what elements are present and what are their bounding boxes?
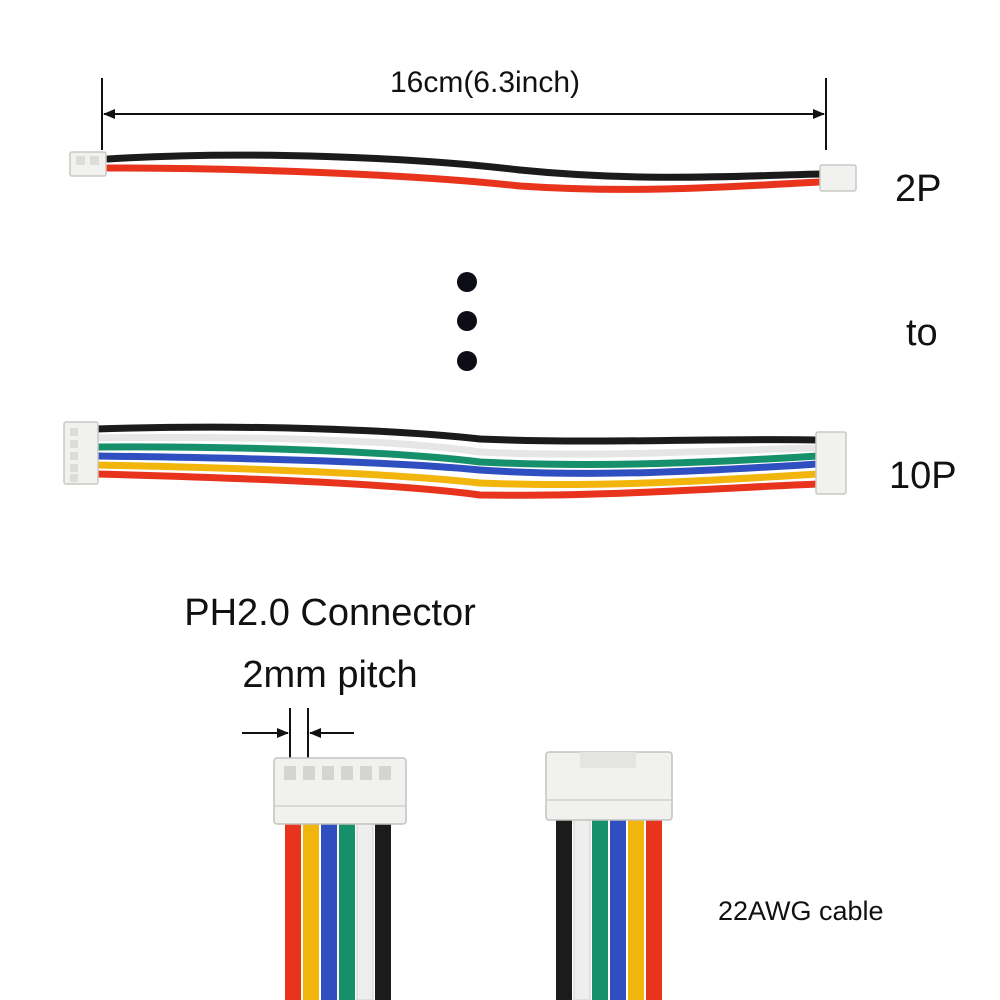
connector-closeup-front bbox=[273, 757, 407, 1000]
pin-count-max-label: 10P bbox=[889, 455, 957, 497]
pin-count-min-label: 2P bbox=[895, 168, 942, 210]
multi-pin-cable bbox=[63, 421, 847, 499]
connector-closeup-back bbox=[545, 751, 673, 1000]
cable-length-label: 16cm(6.3inch) bbox=[389, 66, 581, 99]
dimension-arrow-icon bbox=[101, 78, 827, 150]
connector-housing-right bbox=[819, 164, 857, 192]
ellipsis-dot-icon bbox=[457, 272, 477, 292]
connector-housing-left bbox=[69, 151, 107, 177]
connector-housing-left bbox=[63, 421, 99, 485]
pitch-label: 2mm pitch bbox=[242, 654, 418, 696]
pitch-arrow-icon bbox=[242, 708, 354, 762]
cable-gauge-label: 22AWG cable bbox=[718, 896, 884, 926]
connector-type-label: PH2.0 Connector bbox=[184, 592, 476, 634]
ellipsis-dot-icon bbox=[457, 351, 477, 371]
two-pin-cable bbox=[69, 151, 857, 193]
connector-housing-right bbox=[815, 431, 847, 495]
pin-range-to-label: to bbox=[906, 312, 938, 354]
ellipsis-dot-icon bbox=[457, 311, 477, 331]
